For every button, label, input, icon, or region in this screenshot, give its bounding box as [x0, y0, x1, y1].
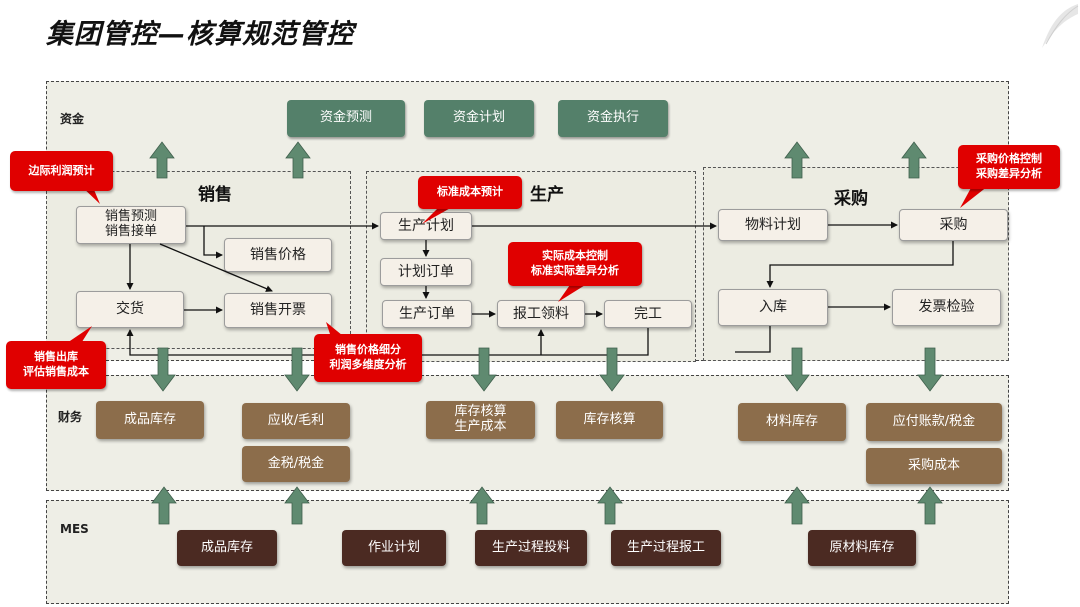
completion-box: 完工	[604, 300, 692, 328]
sales-title: 销售	[198, 185, 232, 205]
tax-box: 金税/税金	[242, 446, 350, 482]
purchase-box: 采购	[899, 209, 1008, 241]
production-plan-box: 生产计划	[380, 212, 472, 240]
sales-forecast-text: 销售预测 销售接单	[104, 209, 157, 239]
report-material-box: 报工领料	[497, 300, 585, 328]
purchase-price-callout: 采购价格控制 采购差异分析	[958, 145, 1060, 189]
finance-label: 财务	[58, 410, 83, 424]
receivable-box: 应收/毛利	[242, 403, 350, 439]
sales-price-callout: 销售价格细分 利润多维度分析	[314, 334, 422, 382]
production-title: 生产	[530, 185, 564, 205]
inventory-accounting-box: 库存核算	[556, 401, 663, 439]
fund-forecast-box: 资金预测	[287, 100, 405, 137]
sales-price-text: 销售价格细分 利润多维度分析	[329, 343, 407, 371]
work-plan-box: 作业计划	[342, 530, 446, 566]
inbound-box: 入库	[718, 289, 828, 326]
process-input-box: 生产过程投料	[475, 530, 587, 566]
process-report-box: 生产过程报工	[611, 530, 721, 566]
sales-out-text: 销售出库 评估销售成本	[23, 350, 89, 378]
purchase-price-text: 采购价格控制 采购差异分析	[976, 152, 1042, 180]
actual-cost-callout: 实际成本控制 标准实际差异分析	[508, 242, 642, 286]
mes-label: MES	[60, 522, 89, 536]
mes-fg-inventory-box: 成品库存	[177, 530, 277, 566]
production-order-box: 生产订单	[382, 300, 472, 328]
standard-cost-callout: 标准成本预计	[418, 176, 522, 209]
fund-execute-box: 资金执行	[558, 100, 668, 137]
plan-order-box: 计划订单	[380, 258, 472, 286]
purchase-cost-box: 采购成本	[866, 448, 1002, 484]
material-inventory-box: 材料库存	[738, 403, 846, 441]
page-title: 集团管控—核算规范管控	[46, 19, 354, 50]
delivery-box: 交货	[76, 291, 184, 328]
sales-forecast-box: 销售预测 销售接单	[76, 206, 186, 244]
fund-label: 资金	[60, 112, 85, 126]
sales-price-box: 销售价格	[224, 238, 332, 272]
sales-out-callout: 销售出库 评估销售成本	[6, 341, 106, 389]
finance-fg-inventory-box: 成品库存	[96, 401, 204, 439]
inventory-accounting-cost-text: 库存核算 生产成本	[454, 404, 507, 434]
raw-inventory-box: 原材料库存	[808, 530, 916, 566]
feather-decoration	[1042, 4, 1079, 48]
material-plan-box: 物料计划	[718, 209, 828, 241]
payable-box: 应付账款/税金	[866, 403, 1002, 441]
margin-forecast-callout: 边际利润预计	[10, 151, 113, 191]
actual-cost-text: 实际成本控制 标准实际差异分析	[531, 249, 619, 277]
inventory-accounting-cost-box: 库存核算 生产成本	[426, 401, 535, 439]
purchase-title: 采购	[834, 189, 868, 209]
fund-plan-box: 资金计划	[424, 100, 534, 137]
invoice-check-box: 发票检验	[892, 289, 1001, 326]
sales-invoice-box: 销售开票	[224, 293, 332, 328]
